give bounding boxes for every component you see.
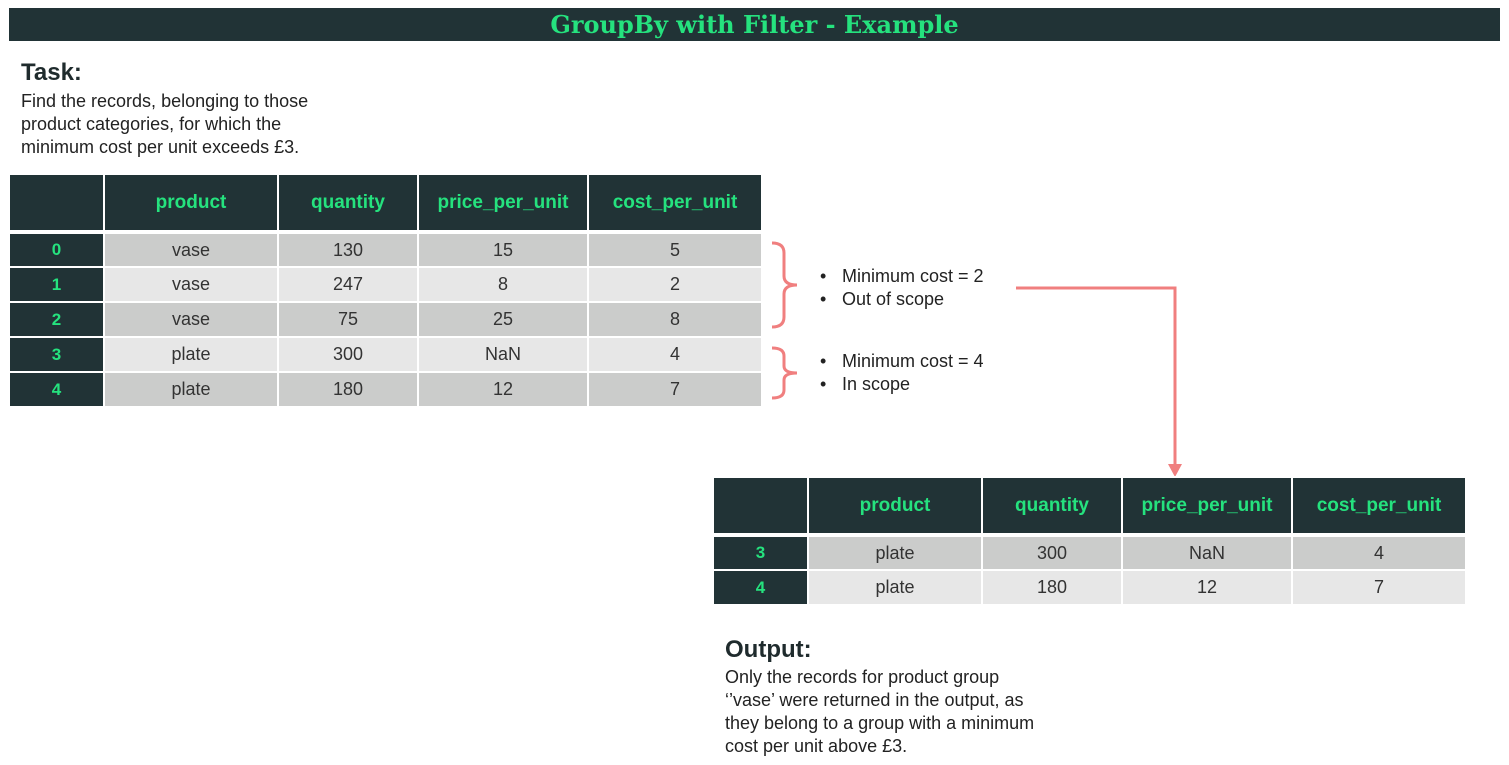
cell-cost-per-unit: 8	[587, 301, 763, 338]
cell-cost-per-unit: 5	[587, 231, 763, 268]
row-index: 4	[8, 371, 105, 408]
table-header-row: product quantity price_per_unit cost_per…	[8, 173, 763, 234]
bullet-icon: •	[820, 266, 827, 286]
cell-price-per-unit: 25	[417, 301, 589, 338]
table-row: 0 vase 130 15 5	[8, 231, 763, 268]
column-header-quantity: quantity	[277, 173, 419, 234]
bullet-item: • In scope	[820, 373, 984, 396]
cell-quantity: 300	[981, 534, 1123, 571]
page-title: GroupBy with Filter - Example	[9, 8, 1500, 41]
cell-price-per-unit: 12	[1121, 569, 1293, 606]
column-header-price-per-unit: price_per_unit	[1121, 476, 1293, 537]
row-index: 0	[8, 231, 105, 268]
output-table: product quantity price_per_unit cost_per…	[712, 476, 1467, 606]
cell-quantity: 130	[277, 231, 419, 268]
cell-product: plate	[103, 371, 279, 408]
column-header-product: product	[103, 173, 279, 234]
index-header	[712, 476, 809, 537]
task-heading: Task:	[21, 59, 82, 86]
cell-product: vase	[103, 231, 279, 268]
output-line: cost per unit above £3.	[725, 736, 908, 756]
cell-price-per-unit: 15	[417, 231, 589, 268]
arrow-connector	[1016, 286, 1177, 466]
column-header-cost-per-unit: cost_per_unit	[587, 173, 763, 234]
cell-cost-per-unit: 4	[587, 336, 763, 373]
output-description: Only the records for product group ‘’vas…	[725, 666, 1034, 758]
column-header-price-per-unit: price_per_unit	[417, 173, 589, 234]
bullet-icon: •	[820, 351, 827, 371]
arrow-head-icon	[1168, 464, 1182, 477]
table-row: 2 vase 75 25 8	[8, 301, 763, 338]
output-line: ‘’vase’ were returned in the output, as	[725, 690, 1024, 710]
bullet-item: • Minimum cost = 4	[820, 350, 984, 373]
column-header-cost-per-unit: cost_per_unit	[1291, 476, 1467, 537]
cell-product: vase	[103, 266, 279, 303]
cell-cost-per-unit: 4	[1291, 534, 1467, 571]
table-row: 4 plate 180 12 7	[712, 569, 1467, 606]
cell-price-per-unit: 12	[417, 371, 589, 408]
index-header	[8, 173, 105, 234]
cell-cost-per-unit: 7	[587, 371, 763, 408]
task-description: Find the records, belonging to those pro…	[21, 90, 308, 159]
bullet-text: Minimum cost = 4	[842, 351, 984, 371]
cell-cost-per-unit: 7	[1291, 569, 1467, 606]
bullet-icon: •	[820, 374, 827, 394]
row-index: 2	[8, 301, 105, 338]
bullet-icon: •	[820, 289, 827, 309]
column-header-quantity: quantity	[981, 476, 1123, 537]
group-annotation-plate: • Minimum cost = 4 • In scope	[820, 350, 984, 396]
bullet-text: Minimum cost = 2	[842, 266, 984, 286]
cell-product: plate	[807, 534, 983, 571]
table-header-row: product quantity price_per_unit cost_per…	[712, 476, 1467, 537]
group-bracket-plate	[771, 346, 798, 400]
cell-quantity: 247	[277, 266, 419, 303]
cell-price-per-unit: NaN	[417, 336, 589, 373]
group-annotation-vase: • Minimum cost = 2 • Out of scope	[820, 265, 984, 311]
task-line: minimum cost per unit exceeds £3.	[21, 137, 300, 157]
row-index: 1	[8, 266, 105, 303]
cell-price-per-unit: NaN	[1121, 534, 1293, 571]
column-header-product: product	[807, 476, 983, 537]
cell-cost-per-unit: 2	[587, 266, 763, 303]
cell-quantity: 180	[981, 569, 1123, 606]
table-row: 4 plate 180 12 7	[8, 371, 763, 408]
bullet-item: • Out of scope	[820, 288, 984, 311]
cell-product: plate	[807, 569, 983, 606]
row-index: 4	[712, 569, 809, 606]
output-line: they belong to a group with a minimum	[725, 713, 1035, 733]
input-table: product quantity price_per_unit cost_per…	[8, 173, 763, 408]
cell-product: vase	[103, 301, 279, 338]
group-bracket-vase	[771, 241, 798, 329]
table-row: 3 plate 300 NaN 4	[712, 534, 1467, 571]
output-heading: Output:	[725, 636, 812, 663]
cell-quantity: 300	[277, 336, 419, 373]
cell-quantity: 75	[277, 301, 419, 338]
cell-quantity: 180	[277, 371, 419, 408]
row-index: 3	[712, 534, 809, 571]
row-index: 3	[8, 336, 105, 373]
task-line: product categories, for which the	[21, 114, 282, 134]
cell-product: plate	[103, 336, 279, 373]
bullet-text: Out of scope	[842, 289, 945, 309]
table-row: 1 vase 247 8 2	[8, 266, 763, 303]
bullet-item: • Minimum cost = 2	[820, 265, 984, 288]
cell-price-per-unit: 8	[417, 266, 589, 303]
table-row: 3 plate 300 NaN 4	[8, 336, 763, 373]
bullet-text: In scope	[842, 374, 911, 394]
task-line: Find the records, belonging to those	[21, 91, 309, 111]
output-line: Only the records for product group	[725, 667, 1000, 687]
